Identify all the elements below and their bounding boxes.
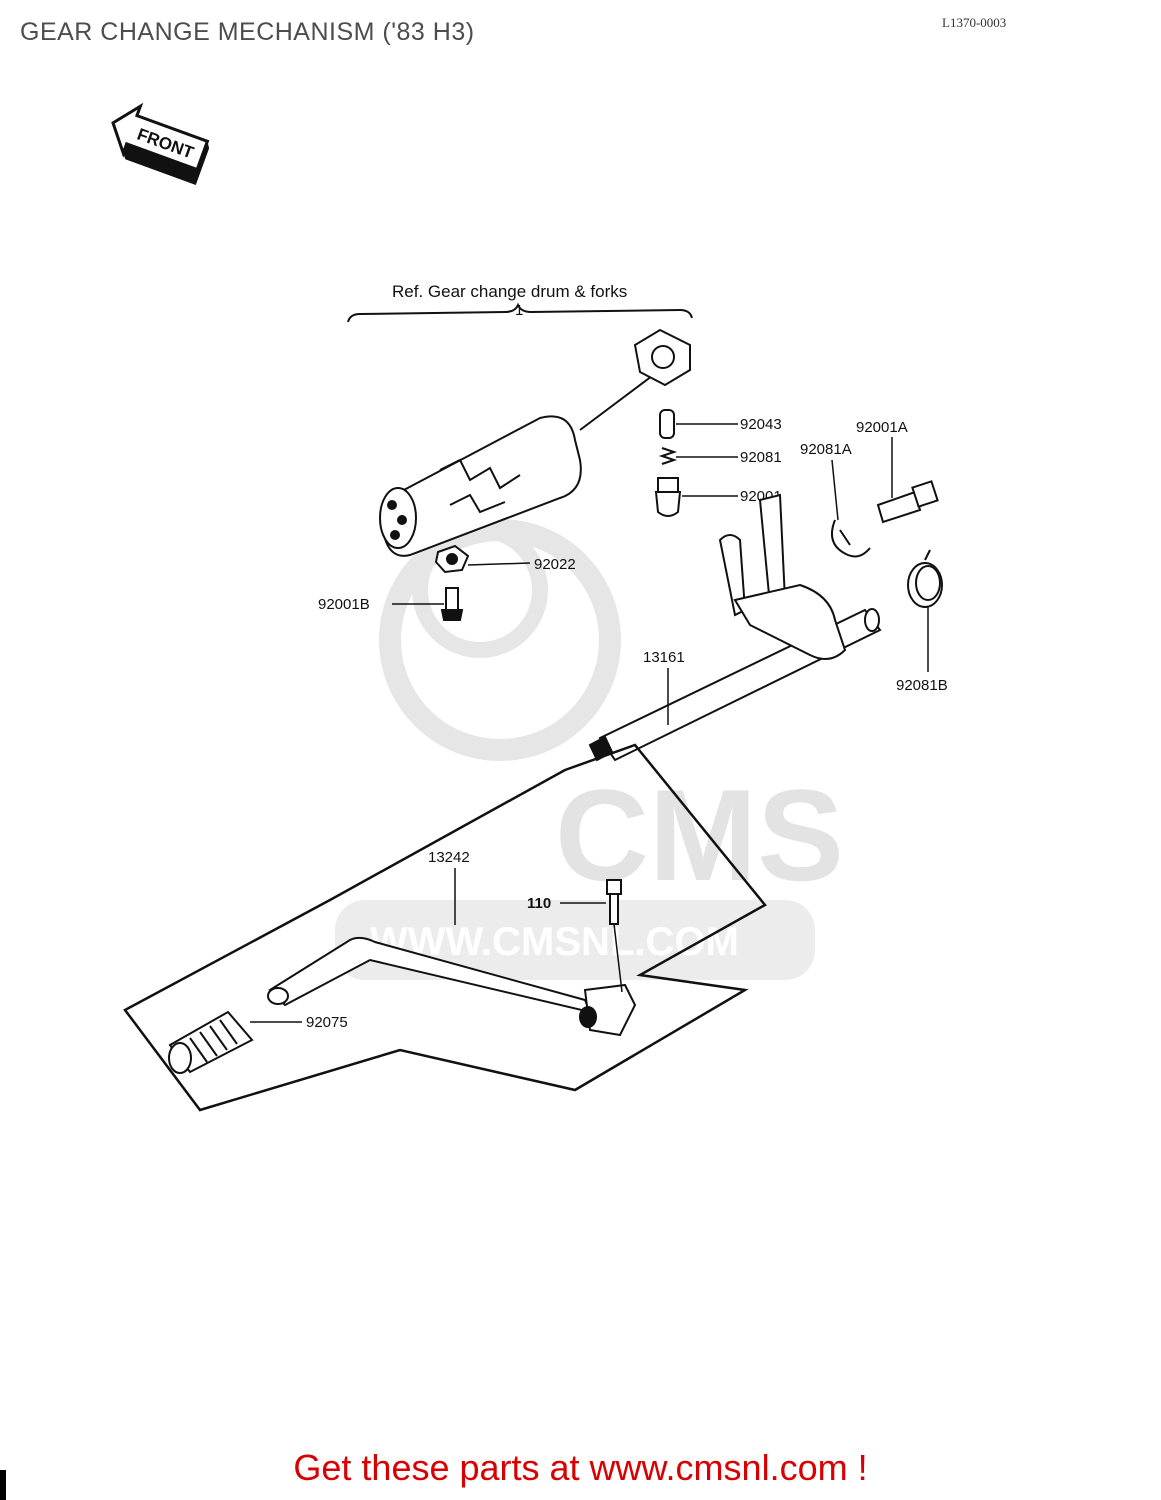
diagram-code: L1370-0003 (942, 15, 1007, 30)
part-label-92081B: 92081B (896, 677, 948, 694)
part-label-92043: 92043 (740, 416, 782, 433)
plug-92001 (654, 477, 682, 517)
pedal-outline (123, 743, 767, 1112)
bolt-92001B (440, 587, 464, 621)
part-label-92081A: 92081A (800, 441, 852, 458)
part-label-92022: 92022 (534, 556, 576, 573)
reference-number: 1 (515, 302, 523, 319)
reference-note: Ref. Gear change drum & forks (392, 282, 627, 301)
spring-92081 (658, 447, 678, 465)
reference-bracket (347, 302, 693, 323)
bolt-92001A (876, 480, 939, 524)
watermark: CMS WWW.CMSNL.COM (335, 519, 844, 980)
part-label-13161: 13161 (643, 649, 685, 666)
part-label-92001B: 92001B (318, 596, 370, 613)
pin-92043 (659, 409, 675, 439)
parts-diagram: CMS WWW.CMSNL.COM FRONT Ref. Gear change… (111, 102, 948, 1112)
shift-pedal (267, 936, 637, 1037)
spring-92081A (831, 519, 871, 558)
gear-change-drum (379, 328, 691, 557)
get-parts-link[interactable]: Get these parts at www.cmsnl.com ! (293, 1447, 868, 1488)
part-label-13242: 13242 (428, 849, 470, 866)
watermark-brand: CMS (555, 762, 844, 908)
edge-mark (0, 1470, 6, 1500)
shift-shaft (588, 493, 882, 762)
part-label-92001A: 92001A (856, 419, 908, 436)
bolt-110 (606, 879, 622, 925)
part-label-92081: 92081 (740, 449, 782, 466)
pedal-rubber (168, 1010, 254, 1074)
page-title: GEAR CHANGE MECHANISM ('83 H3) (20, 18, 475, 46)
front-arrow-icon: FRONT (111, 102, 210, 185)
stopper-plate (434, 544, 470, 574)
part-label-92075: 92075 (306, 1014, 348, 1031)
part-label-110: 110 (527, 895, 551, 912)
spring-92081B (907, 549, 943, 608)
